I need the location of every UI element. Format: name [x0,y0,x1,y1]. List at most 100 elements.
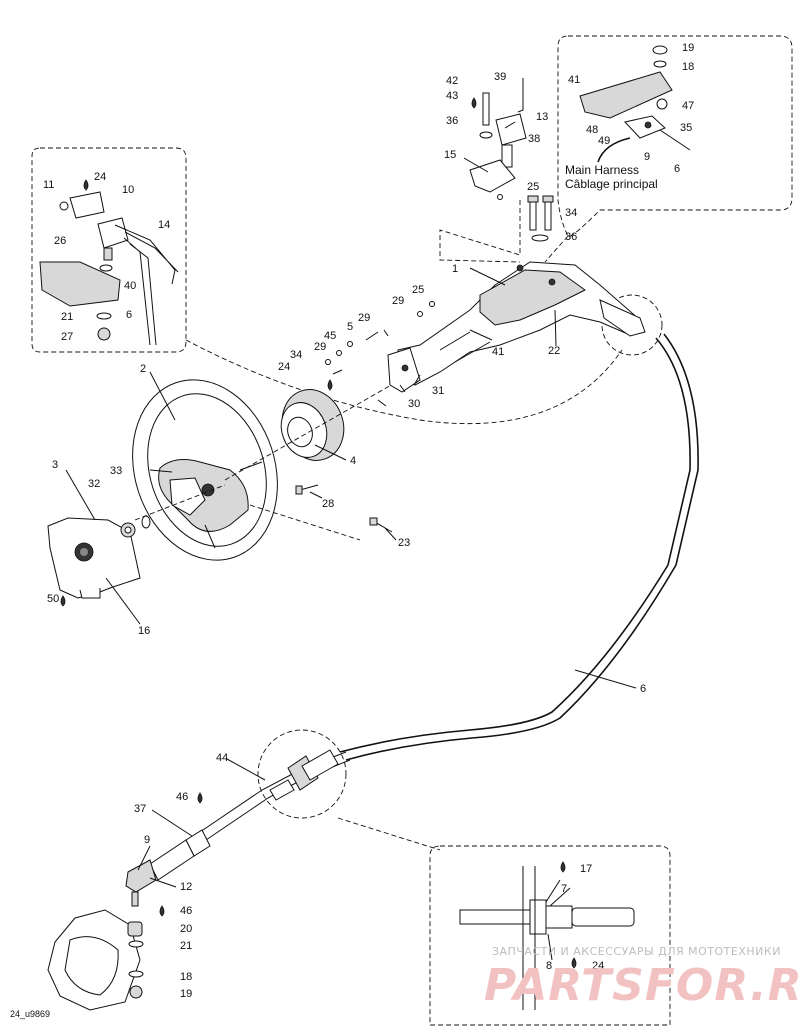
hub-adapter [280,389,345,461]
watermark-tagline: ЗАПЧАСТИ И АКСЕССУАРЫ ДЛЯ МОТОТЕХНИКИ [492,945,781,958]
callout-21-inset: 21 [61,311,73,323]
ball-joint-9 [125,859,157,907]
callout-41-inset: 41 [568,74,580,86]
callout-40: 40 [124,280,136,292]
leader-inset-to-steering [185,339,623,425]
callout-21: 21 [180,940,192,952]
callout-23: 23 [398,537,410,549]
axis-line-wheel [224,379,401,481]
callout-25-bracket: 25 [527,181,539,193]
callout-29-b: 29 [314,341,326,353]
callout-33: 33 [110,465,122,477]
callout-34: 34 [290,349,302,361]
steering-column-housing [387,261,646,393]
callout-25: 25 [412,284,424,296]
callout-13: 13 [536,111,548,123]
bracket-assembly [469,78,554,242]
callout-30: 30 [408,398,420,410]
callout-12: 12 [180,881,192,893]
leader-nut-to-inset [337,817,441,851]
callout-37: 37 [134,803,146,815]
callout-49: 49 [598,135,610,147]
jet-pump-nozzle [47,909,141,1011]
callout-9: 9 [144,834,150,846]
callout-24: 24 [278,361,290,373]
detail-inset-bottom-right [429,845,671,1026]
callout-20: 20 [180,923,192,935]
callout-38: 38 [528,133,540,145]
screw-23 [369,517,393,533]
drawing-code: 24_u9869 [10,1009,50,1019]
callout-28: 28 [322,498,334,510]
inset-br-parts [459,866,635,1010]
inset-tl-parts [39,191,179,346]
callout-32: 32 [88,478,100,490]
callout-10: 10 [122,184,134,196]
leader-harness-to-column [544,235,569,263]
callout-36: 36 [446,115,458,127]
callout-3: 3 [52,459,58,471]
callout-19-inset: 19 [682,42,694,54]
callout-5: 5 [347,321,353,333]
callout-19: 19 [180,988,192,1000]
harness-label-en: Main Harness [565,163,639,177]
nut-32 [120,522,136,538]
small-fasteners [325,301,435,407]
callout-42: 42 [446,75,458,87]
steering-wheel [132,379,278,561]
callout-35: 35 [680,122,692,134]
callout-6-harness: 6 [674,163,680,175]
callout-47: 47 [682,100,694,112]
callout-16: 16 [138,625,150,637]
axis-line-screw [249,504,361,541]
detail-circle-cable-end [601,294,663,356]
callout-50: 50 [47,593,59,605]
inset-tr-parts [579,45,691,163]
callout-17: 17 [580,863,592,875]
detail-inset-top-right [557,35,793,237]
callout-44: 44 [216,752,228,764]
leader-lines [65,121,637,961]
callout-26: 26 [54,235,66,247]
callout-24-br: 24 [592,960,604,972]
axis-line-cover [134,484,226,521]
callout-2: 2 [140,363,146,375]
cable-nut [269,749,339,801]
callout-29: 29 [392,295,404,307]
callout-48: 48 [586,124,598,136]
harness-label-fr: Câblage principal [565,177,658,191]
callout-15: 15 [444,149,456,161]
callout-4: 4 [350,455,356,467]
callout-24-inset: 24 [94,171,106,183]
stack-bushing-washers [127,921,144,999]
callout-18-inset: 18 [682,61,694,73]
callout-29-c: 29 [358,312,370,324]
callout-6-inset: 6 [126,309,132,321]
callout-11: 11 [43,179,54,191]
washer-33 [141,515,151,529]
callout-9-inset: 9 [644,151,650,163]
callout-43: 43 [446,90,458,102]
callout-34-bracket: 34 [565,207,577,219]
callout-31: 31 [432,385,444,397]
grease-drop-icon [60,97,577,969]
callout-14: 14 [158,219,170,231]
cable-jacket-37 [149,829,211,881]
callout-1: 1 [452,263,458,275]
callout-labels: 1 2 3 4 5 6 6 6 7 8 9 9 10 11 12 13 14 1… [43,42,694,1000]
callout-8: 8 [546,960,552,972]
callout-27: 27 [61,331,73,343]
callout-46: 46 [176,791,188,803]
screw-28 [295,484,319,495]
callout-41: 41 [492,346,504,358]
callout-45: 45 [324,330,336,342]
callout-46-b: 46 [180,905,192,917]
callout-7: 7 [561,883,567,895]
watermark-logo: PARTSFOR.RU [484,960,800,1011]
detail-circle-cable-nut [257,729,347,819]
callout-6: 6 [640,683,646,695]
callout-36-bracket: 36 [565,231,577,243]
callout-22: 22 [548,345,560,357]
leader-bracket-to-column [439,200,521,263]
